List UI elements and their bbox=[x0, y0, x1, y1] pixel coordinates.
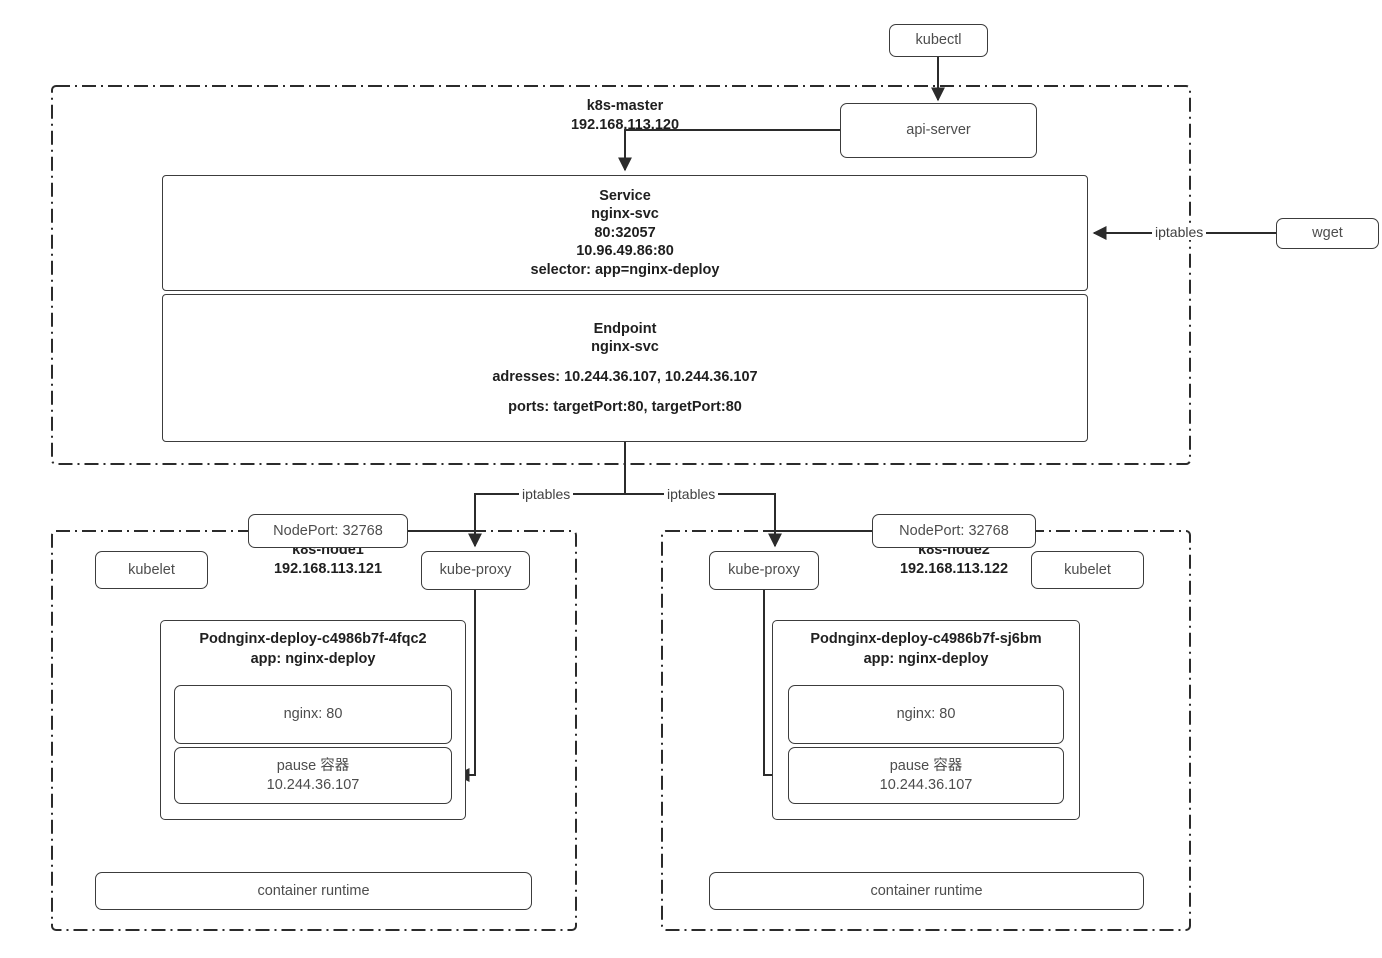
node2-ip: 192.168.113.122 bbox=[899, 560, 1009, 577]
node2-nginx-label: nginx: 80 bbox=[896, 706, 956, 723]
node1-kubelet-label: kubelet bbox=[128, 561, 175, 578]
node1-nodeport-label: NodePort: 32768 bbox=[273, 522, 383, 539]
node1-nginx-container-box[interactable]: nginx: 80 bbox=[174, 685, 452, 744]
node2-nodeport-box[interactable]: NodePort: 32768 bbox=[872, 514, 1036, 548]
node2-pod-app: app: nginx-deploy bbox=[863, 650, 989, 667]
node2-kube-proxy-box[interactable]: kube-proxy bbox=[709, 551, 819, 590]
node1-pod-app: app: nginx-deploy bbox=[250, 650, 376, 667]
node1-pause-container-box[interactable]: pause 容器 10.244.36.107 bbox=[174, 747, 452, 804]
node2-pod-title: Podnginx-deploy-c4986b7f-sj6bm bbox=[810, 631, 1042, 647]
service-ports: 80:32057 bbox=[594, 224, 656, 241]
iptables-label-node2: iptables bbox=[664, 486, 719, 502]
wget-box[interactable]: wget bbox=[1276, 218, 1379, 249]
node2-pause-ip: 10.244.36.107 bbox=[879, 776, 973, 793]
node1-nginx-label: nginx: 80 bbox=[283, 706, 343, 723]
api-server-box[interactable]: api-server bbox=[840, 103, 1037, 158]
endpoint-name: nginx-svc bbox=[591, 339, 659, 356]
node1-kube-proxy-box[interactable]: kube-proxy bbox=[421, 551, 530, 590]
node1-pause-name: pause 容器 bbox=[276, 757, 350, 774]
node2-kube-proxy-label: kube-proxy bbox=[728, 562, 800, 579]
service-selector: selector: app=nginx-deploy bbox=[530, 261, 720, 278]
endpoint-kind: Endpoint bbox=[593, 320, 657, 337]
k8s-master-name: k8s-master bbox=[586, 98, 664, 114]
wire-apiserver-to-service bbox=[618, 129, 840, 172]
node2-kubelet-label: kubelet bbox=[1064, 561, 1111, 578]
node2-kubelet-box[interactable]: kubelet bbox=[1031, 551, 1144, 589]
service-name: nginx-svc bbox=[591, 206, 659, 223]
node2-pause-name: pause 容器 bbox=[889, 757, 963, 774]
node2-nodeport-label: NodePort: 32768 bbox=[899, 522, 1009, 539]
node2-container-runtime-label: container runtime bbox=[870, 882, 983, 899]
service-kind: Service bbox=[599, 187, 651, 204]
api-server-label: api-server bbox=[906, 122, 971, 139]
endpoint-ports: ports: targetPort:80, targetPort:80 bbox=[508, 398, 742, 415]
iptables-label-wget: iptables bbox=[1152, 224, 1207, 240]
service-box[interactable]: Service nginx-svc 80:32057 10.96.49.86:8… bbox=[162, 175, 1088, 291]
node1-kubelet-box[interactable]: kubelet bbox=[95, 551, 208, 589]
kubectl-label: kubectl bbox=[915, 32, 962, 49]
node1-container-runtime-box[interactable]: container runtime bbox=[95, 872, 532, 910]
node2-nginx-container-box[interactable]: nginx: 80 bbox=[788, 685, 1064, 744]
k8s-master-ip: 192.168.113.120 bbox=[570, 116, 680, 133]
node1-container-runtime-label: container runtime bbox=[257, 882, 370, 899]
node1-kube-proxy-label: kube-proxy bbox=[439, 562, 512, 579]
node1-pod-title: Podnginx-deploy-c4986b7f-4fqc2 bbox=[199, 631, 427, 647]
service-cluster-ip: 10.96.49.86:80 bbox=[576, 243, 674, 260]
endpoint-addresses: adresses: 10.244.36.107, 10.244.36.107 bbox=[492, 369, 758, 385]
node1-ip: 192.168.113.121 bbox=[273, 560, 383, 577]
kubectl-box[interactable]: kubectl bbox=[889, 24, 988, 57]
node2-container-runtime-box[interactable]: container runtime bbox=[709, 872, 1144, 910]
wget-label: wget bbox=[1312, 225, 1343, 242]
node2-pause-container-box[interactable]: pause 容器 10.244.36.107 bbox=[788, 747, 1064, 804]
iptables-label-node1: iptables bbox=[519, 486, 574, 502]
node1-pause-ip: 10.244.36.107 bbox=[266, 776, 360, 793]
node1-nodeport-box[interactable]: NodePort: 32768 bbox=[248, 514, 408, 548]
endpoint-box[interactable]: Endpoint nginx-svc adresses: 10.244.36.1… bbox=[162, 294, 1088, 442]
k8s-master-title: k8s-master 192.168.113.120 bbox=[487, 97, 763, 135]
